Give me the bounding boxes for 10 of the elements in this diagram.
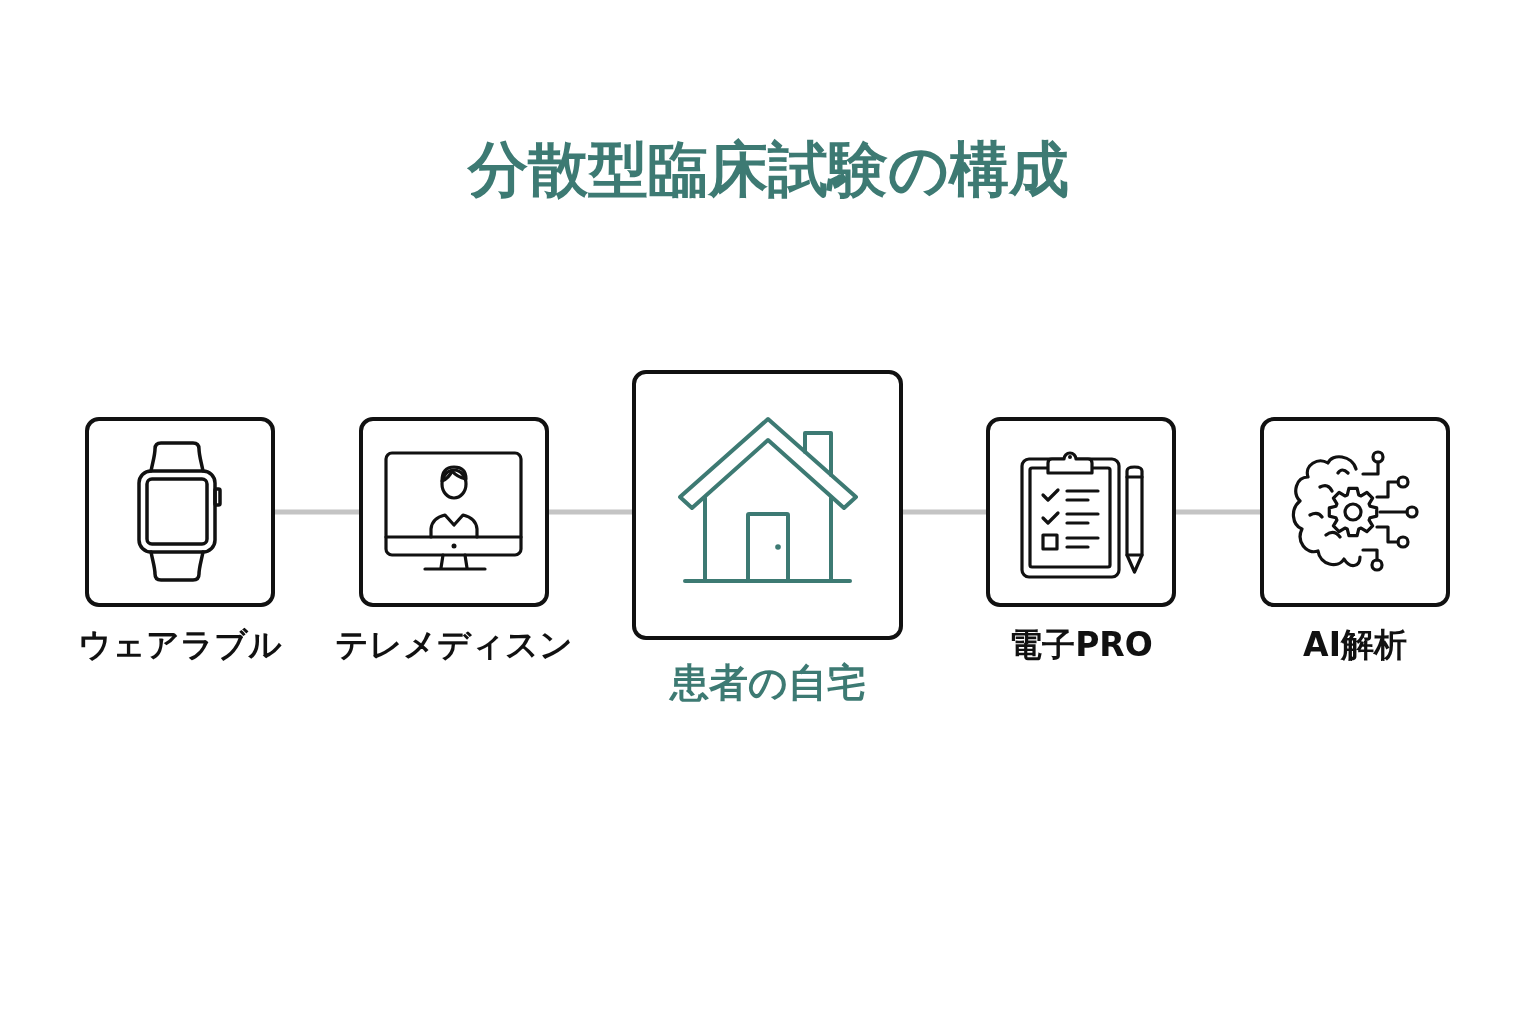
title: 分散型臨床試験の構成	[467, 133, 1069, 205]
node-label: AI解析	[1303, 625, 1407, 665]
node-label: 電子PRO	[1009, 625, 1153, 665]
node-label: 患者の自宅	[669, 659, 866, 707]
connector-line	[275, 509, 359, 515]
node-label: ウェアラブル	[78, 625, 282, 665]
connector-line	[1176, 509, 1260, 515]
connector-line	[903, 509, 986, 515]
connector-line	[549, 509, 632, 515]
node-label: テレメディスン	[335, 625, 573, 665]
